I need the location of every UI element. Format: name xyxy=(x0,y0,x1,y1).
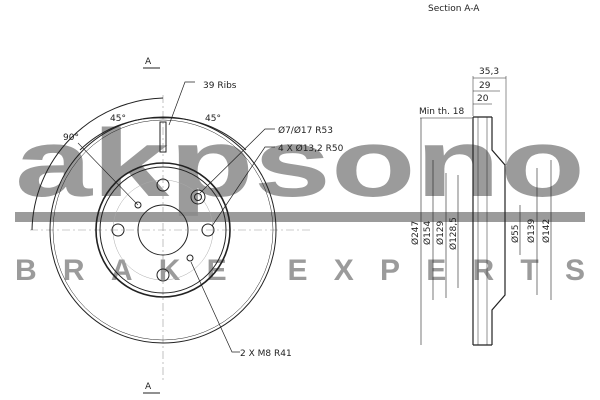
dim-142: Ø142 xyxy=(541,219,552,243)
bolt-hole xyxy=(156,268,170,282)
ribs-label: 39 Ribs xyxy=(203,81,237,91)
dim-20: 20 xyxy=(477,94,489,104)
bolt-holes-label: 4 X Ø13,2 R50 xyxy=(278,143,344,154)
angle-right-label: 45° xyxy=(205,114,221,124)
angle-left-label: 45° xyxy=(110,114,126,124)
watermark-brand: akpsono xyxy=(15,110,585,217)
hat-ring xyxy=(95,162,231,298)
disc-profile xyxy=(472,116,506,346)
threaded-hole xyxy=(134,201,142,209)
bolt-hole xyxy=(156,178,170,192)
angle-total-label: 90° xyxy=(63,133,79,143)
rib-marker xyxy=(159,121,167,153)
bolt-hole xyxy=(201,223,215,237)
watermark-tagline: BRAKE EXPERTS xyxy=(15,254,585,287)
disc-outer-edge xyxy=(49,116,277,344)
watermark-bar xyxy=(15,212,585,222)
threaded-holes-label: 2 X M8 R41 xyxy=(240,349,292,359)
min-thickness-label: Min th. 18 xyxy=(419,107,465,117)
dim-128-5: Ø128,5 xyxy=(448,217,459,250)
watermark: akpsono BRAKE EXPERTS xyxy=(15,110,585,287)
section-marker-bottom: A xyxy=(145,382,152,392)
section-title: Section A-A xyxy=(428,4,480,14)
dim-129: Ø129 xyxy=(435,220,446,245)
section-view: Section A-A 35,3 29 20 Min th. 18 Ø247 Ø… xyxy=(410,4,552,346)
threaded-hole xyxy=(186,254,194,262)
center-bore xyxy=(137,204,189,256)
pin-hole xyxy=(190,189,206,205)
section-marker-top: A xyxy=(145,57,152,67)
dim-29: 29 xyxy=(479,81,491,91)
dim-139: Ø139 xyxy=(526,218,537,243)
dim-35-3: 35,3 xyxy=(479,67,499,77)
dim-247: Ø247 xyxy=(410,221,421,245)
pin-hole-label: Ø7/Ø17 R53 xyxy=(278,125,333,136)
dim-154: Ø154 xyxy=(422,220,433,245)
bolt-hole xyxy=(111,223,125,237)
front-view: A A 39 Ribs 45° 45° 90° Ø7/Ø17 R53 4 X Ø… xyxy=(30,57,344,394)
dim-55: Ø55 xyxy=(510,224,521,243)
